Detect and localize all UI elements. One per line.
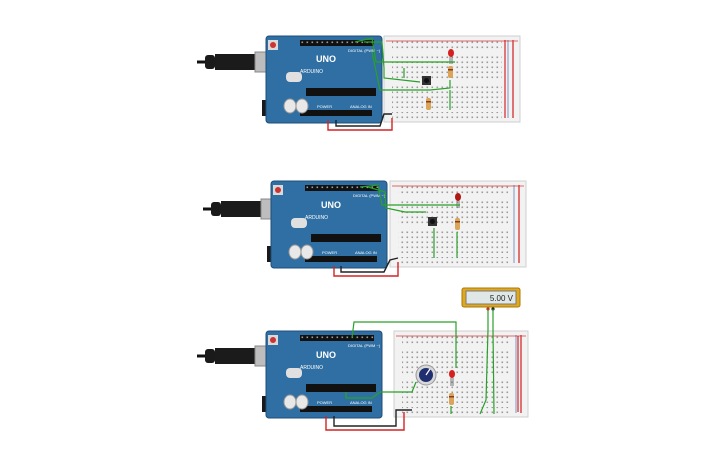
wires-3 bbox=[325, 309, 519, 431]
circuit-3: UNO ARDUINO DIGITAL (PWM ~) POWER ANALOG… bbox=[197, 287, 529, 431]
atmega-chip bbox=[311, 234, 381, 242]
board-name-1: UNO bbox=[316, 54, 336, 64]
multimeter-display bbox=[465, 290, 517, 305]
digital-label-2: DIGITAL (PWM ~) bbox=[353, 193, 386, 198]
multimeter-reading: 5.00 V bbox=[490, 294, 514, 303]
power-label-2: POWER bbox=[322, 250, 337, 255]
board-brand-2: ARDUINO bbox=[305, 215, 328, 221]
led-icon[interactable] bbox=[448, 49, 454, 64]
arduino-uno-board-1[interactable]: UNO ARDUINO DIGITAL (PWM ~) POWER ANALOG… bbox=[265, 35, 383, 124]
board-brand-1: ARDUINO bbox=[300, 69, 323, 75]
potentiometer-icon[interactable] bbox=[415, 364, 437, 386]
wires-2 bbox=[333, 184, 460, 277]
resistor-icon[interactable] bbox=[455, 218, 460, 230]
usb-cable-icon[interactable] bbox=[197, 51, 272, 73]
resistor-icon[interactable] bbox=[449, 393, 454, 405]
pushbutton-icon[interactable] bbox=[422, 76, 431, 85]
analog-label-1: ANALOG IN bbox=[350, 104, 372, 109]
pushbutton-icon[interactable] bbox=[428, 217, 437, 226]
led-icon[interactable] bbox=[449, 370, 455, 386]
resistor-icon[interactable] bbox=[448, 66, 453, 78]
circuit-1: UNO ARDUINO DIGITAL (PWM ~) POWER ANALOG… bbox=[197, 35, 521, 131]
atmega-chip bbox=[306, 88, 376, 96]
digital-label-3: DIGITAL (PWM ~) bbox=[348, 343, 381, 348]
board-brand-3: ARDUINO bbox=[300, 365, 323, 371]
digital-label-1: DIGITAL (PWM ~) bbox=[348, 48, 381, 53]
breadboard-3[interactable] bbox=[393, 330, 529, 418]
usb-cable-icon[interactable] bbox=[197, 345, 272, 367]
breadboard-1[interactable] bbox=[383, 35, 521, 123]
analog-label-2: ANALOG IN bbox=[355, 250, 377, 255]
wires-1 bbox=[327, 37, 506, 131]
circuit-2: UNO ARDUINO DIGITAL (PWM ~) POWER ANALOG… bbox=[203, 180, 527, 277]
atmega-chip bbox=[306, 384, 376, 392]
analog-label-3: ANALOG IN bbox=[350, 400, 372, 405]
power-label-1: POWER bbox=[317, 104, 332, 109]
resistor-icon[interactable] bbox=[426, 98, 431, 110]
board-name-3: UNO bbox=[316, 350, 336, 360]
arduino-uno-board-2[interactable]: UNO ARDUINO DIGITAL (PWM ~) POWER ANALOG… bbox=[270, 180, 388, 269]
arduino-uno-board-3[interactable]: UNO ARDUINO DIGITAL (PWM ~) POWER ANALOG… bbox=[265, 330, 383, 419]
power-label-3: POWER bbox=[317, 400, 332, 405]
board-name-2: UNO bbox=[321, 200, 341, 210]
usb-cable-icon[interactable] bbox=[203, 198, 278, 220]
multimeter-icon[interactable]: 5.00 V bbox=[461, 287, 521, 311]
